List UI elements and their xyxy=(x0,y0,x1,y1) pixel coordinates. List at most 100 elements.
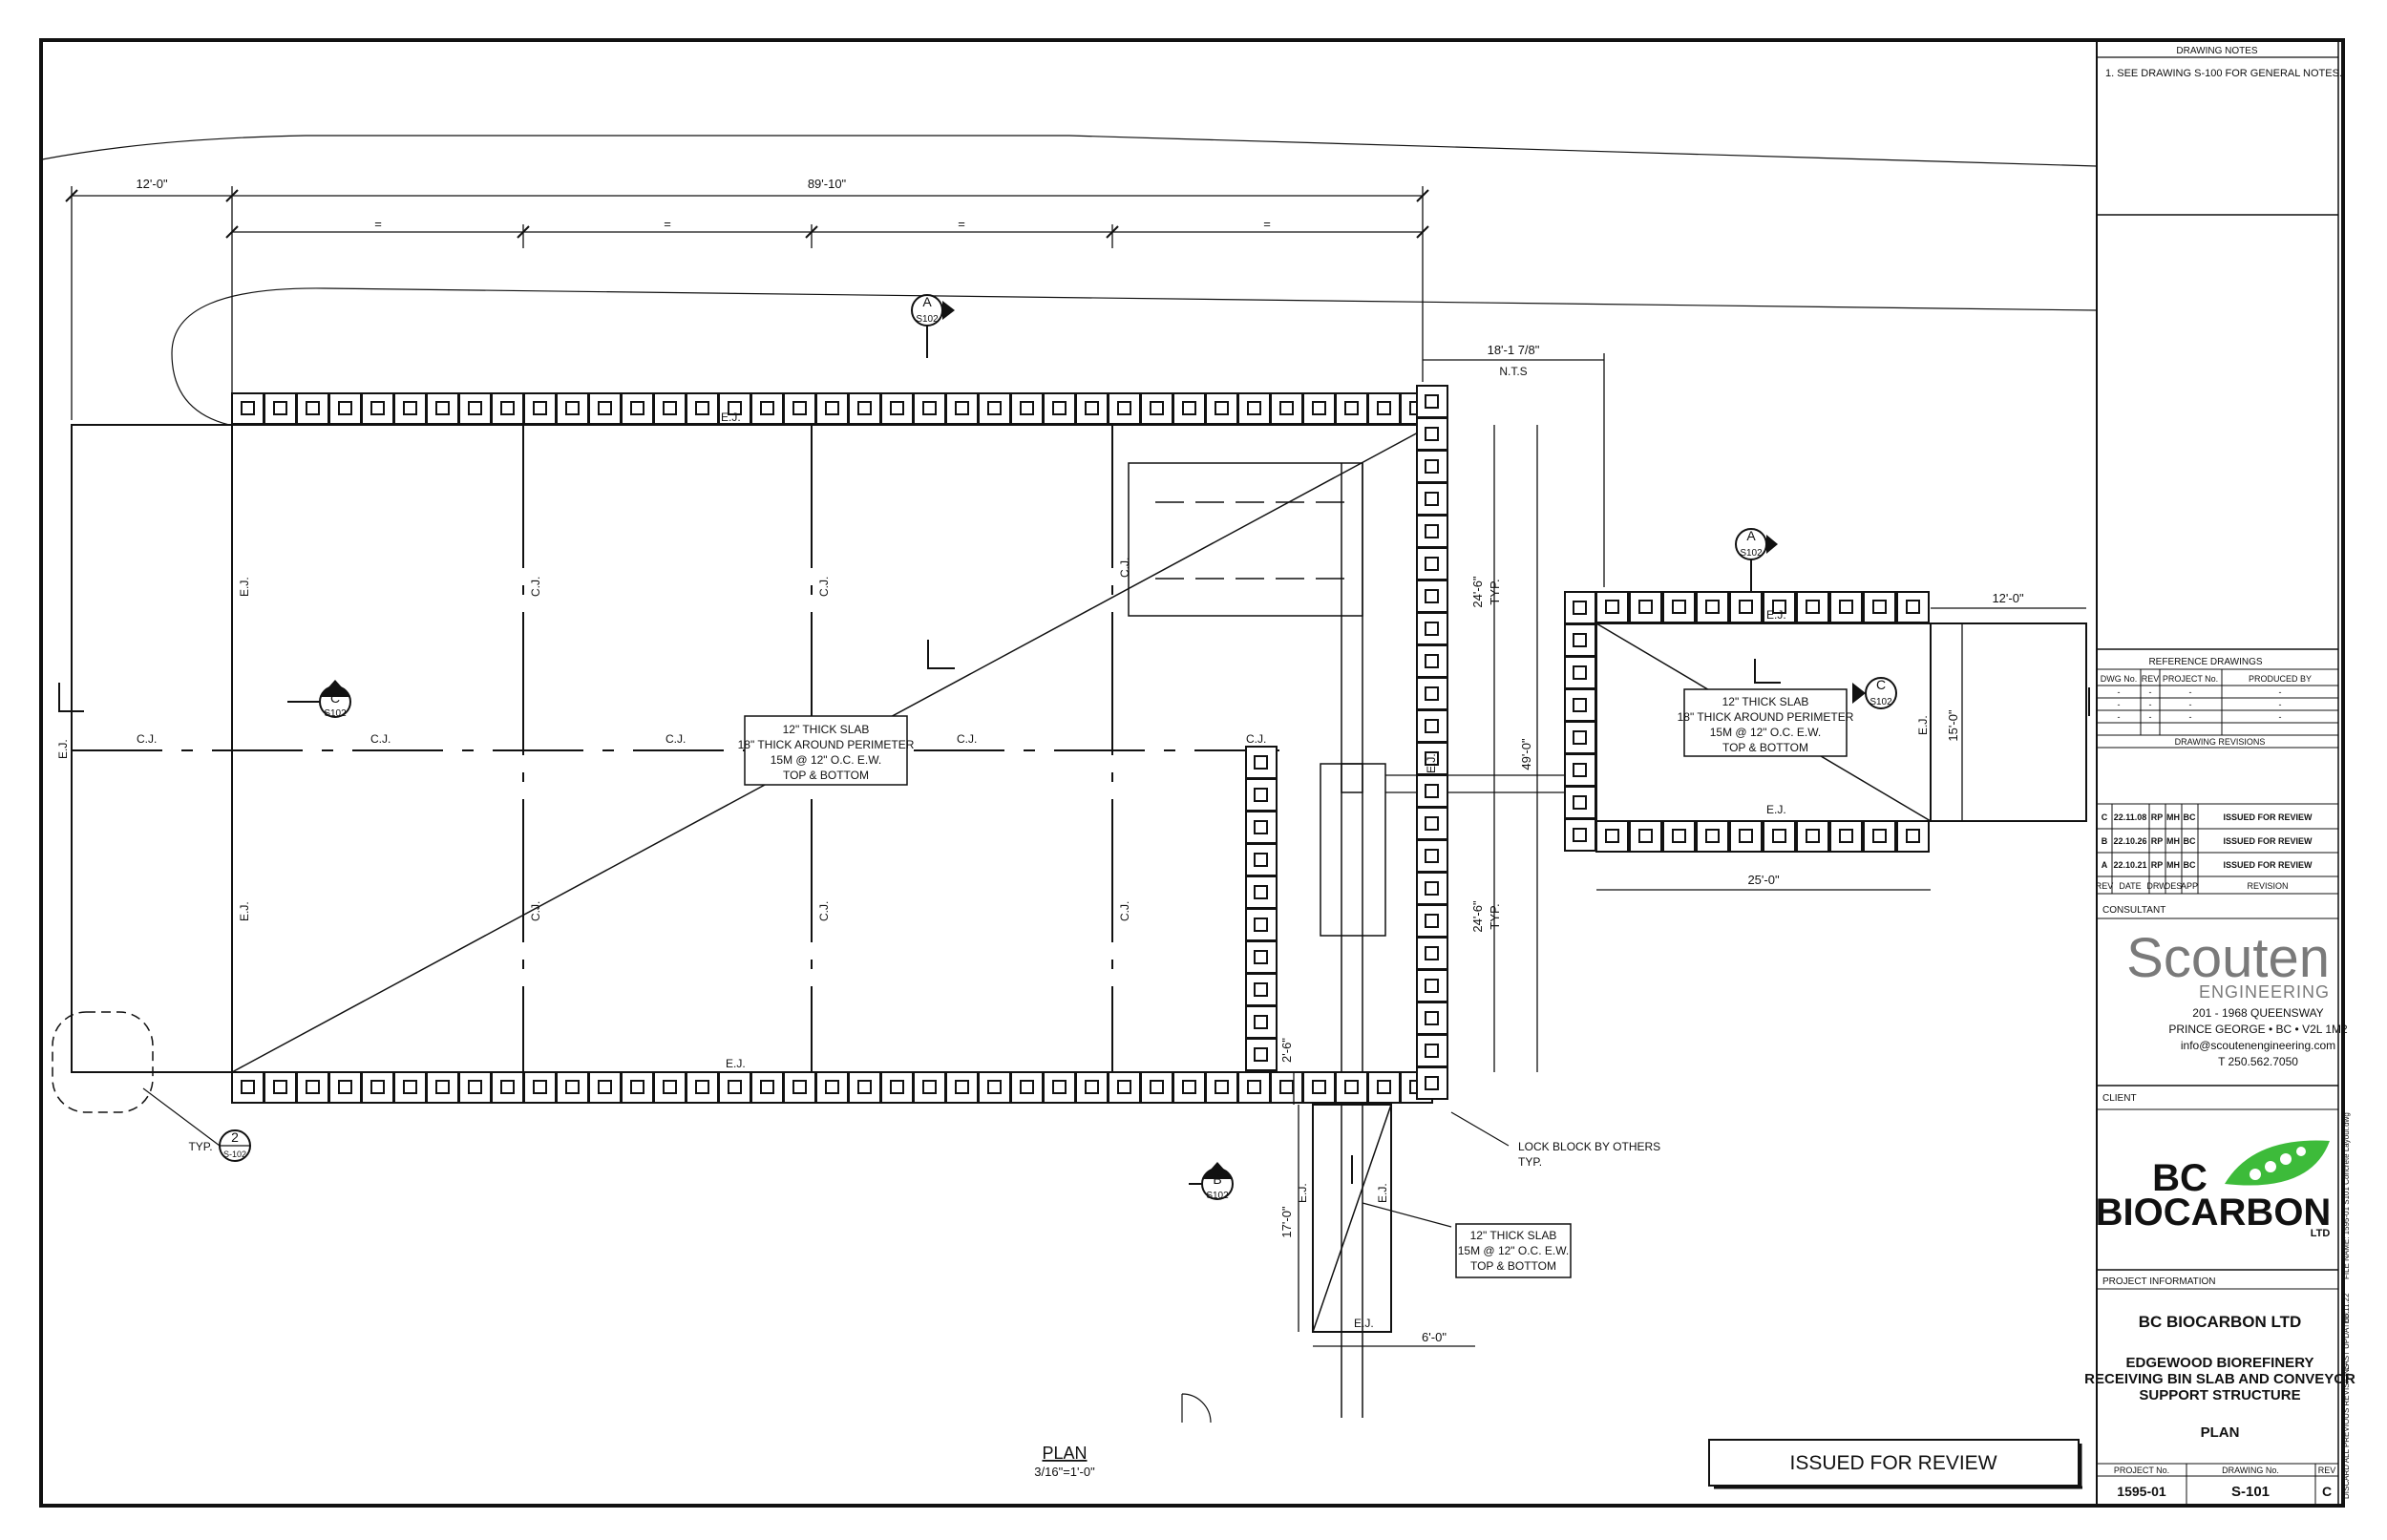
dim-equal-4: = xyxy=(1263,217,1271,231)
logo-biocarbon: BIOCARBON xyxy=(2096,1192,2332,1234)
project-title-2: RECEIVING BIN SLAB AND CONVEYOR xyxy=(2084,1371,2355,1387)
marker-letter: A xyxy=(1746,528,1756,543)
ej-label-left: E.J. xyxy=(56,739,70,759)
cj-label-4: C.J. xyxy=(957,732,977,746)
svg-text:BC: BC xyxy=(2184,812,2196,822)
drawing-number: S-101 xyxy=(2231,1484,2270,1500)
ej-label-bottom: E.J. xyxy=(726,1057,746,1070)
svg-text:DATE: DATE xyxy=(2119,881,2141,891)
ej-label-conv: E.J. xyxy=(1354,1317,1374,1330)
cj-label-5: C.J. xyxy=(1246,732,1266,746)
svg-text:PROJECT No.: PROJECT No. xyxy=(2163,674,2218,684)
svg-text:12" THICK SLAB: 12" THICK SLAB xyxy=(1470,1229,1557,1242)
svg-text:APP: APP xyxy=(2181,881,2198,891)
detail-number: 2 xyxy=(231,1129,239,1145)
ej-label-right-col: E.J. xyxy=(1425,753,1438,773)
svg-text:ISSUED FOR REVIEW: ISSUED FOR REVIEW xyxy=(2223,860,2313,870)
cj-label-3: C.J. xyxy=(665,732,686,746)
cj-label-2: C.J. xyxy=(370,732,391,746)
ej-label-top: E.J. xyxy=(721,411,741,424)
svg-text:A: A xyxy=(2102,860,2108,870)
svg-text:-: - xyxy=(2118,700,2121,709)
conveyor-slab-note: 12" THICK SLAB 15M @ 12" O.C. E.W. TOP &… xyxy=(1455,1223,1572,1278)
dim-conv-length: 17'-0" xyxy=(1279,1206,1294,1238)
cj-label-v2: C.J. xyxy=(529,901,542,921)
dim-nts: N.T.S xyxy=(1499,365,1527,378)
svg-text:PRINCE GEORGE • BC • V2L 1M2: PRINCE GEORGE • BC • V2L 1M2 xyxy=(2168,1023,2348,1036)
cj-label-v5: C.J. xyxy=(1118,558,1131,578)
svg-text:BC: BC xyxy=(2184,836,2196,846)
svg-text:DRW: DRW xyxy=(2146,881,2167,891)
svg-text:REV: REV xyxy=(2318,1466,2336,1475)
side-strip-date: 08.11.22 xyxy=(2342,1293,2351,1322)
svg-text:REV: REV xyxy=(2142,674,2160,684)
svg-text:201 - 1968 QUEENSWAY: 201 - 1968 QUEENSWAY xyxy=(2192,1006,2323,1020)
dim-conv-gap: 2'-6" xyxy=(1279,1038,1294,1063)
side-strip-last-updated: LAST UPDATED: xyxy=(2342,1311,2351,1370)
cj-label-1: C.J. xyxy=(137,732,157,746)
cj-label-v4: C.J. xyxy=(817,901,831,921)
svg-text:PROJECT No.: PROJECT No. xyxy=(2114,1466,2169,1475)
section-marker-c-left: C S102 xyxy=(287,680,351,719)
marker-letter: C xyxy=(1876,677,1886,692)
svg-text:DRAWING No.: DRAWING No. xyxy=(2222,1466,2279,1475)
svg-text:info@scoutenengineering.com: info@scoutenengineering.com xyxy=(2181,1039,2335,1052)
sheet-border xyxy=(39,38,2345,1508)
svg-text:DWG No.: DWG No. xyxy=(2101,674,2138,684)
right-extension-slab xyxy=(1930,622,2087,822)
dim-right-slab-height: 15'-0" xyxy=(1946,709,1960,742)
ej-label-right-v: E.J. xyxy=(1916,715,1930,735)
marker-sheet: S102 xyxy=(1206,1191,1229,1201)
svg-text:-: - xyxy=(2279,712,2282,722)
scouten-logo: Scouten xyxy=(2126,927,2330,989)
title-block: DRAWING NOTES 1. SEE DRAWING S-100 FOR G… xyxy=(2084,46,2355,1506)
svg-text:-: - xyxy=(2189,687,2192,697)
svg-text:-: - xyxy=(2118,712,2121,722)
issued-stamp-box xyxy=(1708,1439,2080,1487)
section-marker-b: B S102 xyxy=(1189,1162,1234,1201)
svg-text:15M @ 12" O.C. E.W.: 15M @ 12" O.C. E.W. xyxy=(1458,1244,1569,1257)
svg-text:RP: RP xyxy=(2151,860,2164,870)
project-title-1: EDGEWOOD BIOREFINERY xyxy=(2126,1355,2314,1371)
dim-typ-upper: TYP. xyxy=(1488,579,1502,604)
svg-text:-: - xyxy=(2189,712,2192,722)
svg-text:12" THICK SLAB: 12" THICK SLAB xyxy=(1722,695,1809,708)
project-info-heading: PROJECT INFORMATION xyxy=(2102,1276,2216,1287)
svg-text:TOP & BOTTOM: TOP & BOTTOM xyxy=(1470,1259,1556,1273)
svg-text:PRODUCED BY: PRODUCED BY xyxy=(2249,674,2312,684)
dim-small-slab-length: 25'-0" xyxy=(1747,873,1780,887)
svg-text:-: - xyxy=(2149,687,2152,697)
section-marker-a-top: A S102 xyxy=(911,294,955,358)
lock-block-column-inner xyxy=(1245,746,1278,1071)
ej-label-conv-v2: E.J. xyxy=(1376,1183,1389,1203)
svg-text:DES: DES xyxy=(2165,881,2183,891)
svg-text:BC: BC xyxy=(2184,860,2196,870)
typ-label: TYP. xyxy=(188,1140,212,1153)
marker-sheet: S102 xyxy=(1740,548,1763,559)
drawing-revisions-heading: DRAWING REVISIONS xyxy=(2175,737,2266,747)
bc-biocarbon-logo: BC BIOCARBON LTD xyxy=(2096,1140,2332,1239)
dim-typ-lower: TYP. xyxy=(1488,903,1502,929)
dim-top-left: 12'-0" xyxy=(136,177,168,191)
lock-block-note-typ: TYP. xyxy=(1518,1155,1542,1169)
svg-text:C: C xyxy=(2102,812,2108,822)
ej-label-v1: E.J. xyxy=(238,577,251,597)
lock-block-row-top xyxy=(231,392,1433,425)
consultant-heading: CONSULTANT xyxy=(2102,905,2165,916)
dim-equal-2: = xyxy=(664,217,671,231)
cj-label-v6: C.J. xyxy=(1118,901,1131,921)
svg-text:REVISION: REVISION xyxy=(2247,881,2288,891)
logo-bc: BC xyxy=(2152,1157,2207,1199)
left-extension-slab xyxy=(71,424,233,1073)
dim-top-main: 89'-10" xyxy=(808,177,847,191)
logo-ltd: LTD xyxy=(2311,1228,2331,1239)
sheet-title: PLAN xyxy=(2201,1424,2240,1441)
main-slab-note: 12" THICK SLAB 18" THICK AROUND PERIMETE… xyxy=(738,715,915,786)
svg-text:ISSUED FOR REVIEW: ISSUED FOR REVIEW xyxy=(2223,812,2313,822)
reference-drawings-heading: REFERENCE DRAWINGS xyxy=(2148,657,2262,667)
svg-text:MH: MH xyxy=(2166,812,2180,822)
project-title-3: SUPPORT STRUCTURE xyxy=(2139,1387,2300,1403)
marker-letter: B xyxy=(1213,1171,1221,1187)
dim-equal-3: = xyxy=(958,217,965,231)
dim-conv-width: 6'-0" xyxy=(1422,1330,1447,1344)
